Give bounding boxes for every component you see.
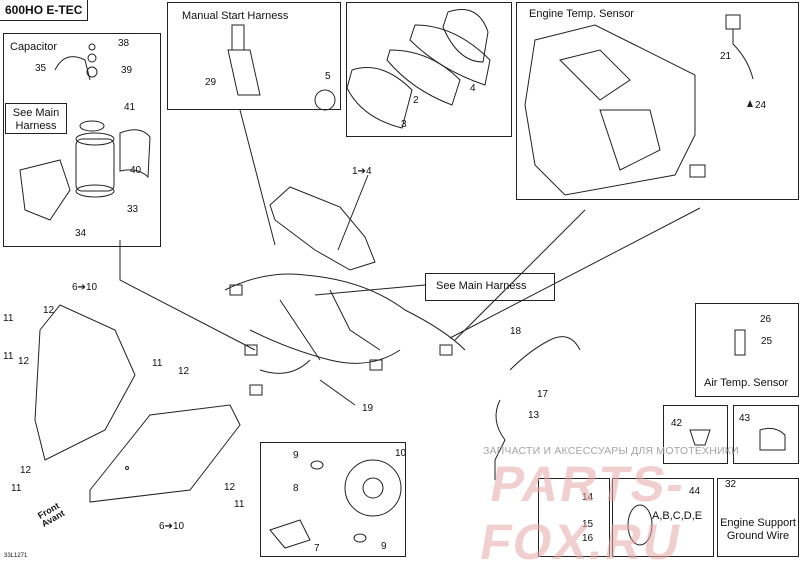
engine-block: [524, 24, 696, 196]
callout-40: 40: [130, 165, 142, 176]
callout-18: 18: [510, 326, 522, 337]
capacitor-body: [75, 138, 115, 192]
gauge-housing: [346, 67, 413, 129]
doc-code: 33L1271: [4, 553, 28, 559]
manual-start-connector: [227, 24, 261, 96]
see-main-harness-label-1: See Main Harness: [12, 107, 60, 132]
air-temp-panel: [695, 303, 799, 397]
callout-13: 13: [528, 410, 540, 421]
capacitor-top: [75, 132, 115, 146]
callout-12-b: 12: [18, 356, 30, 367]
callout-12-e: 12: [224, 482, 236, 493]
air-temp-label: Air Temp. Sensor: [704, 377, 789, 389]
gauge-lens: [386, 49, 461, 106]
callout-8: 8: [293, 483, 299, 494]
instrument-cluster: [269, 186, 376, 271]
callout-4: 4: [470, 83, 476, 94]
callout-24: 24: [755, 100, 767, 111]
callout-12-d: 12: [20, 465, 32, 476]
callout-10: 10: [395, 448, 407, 459]
callout-6-10-top: 6➔10: [72, 282, 98, 293]
callout-7: 7: [314, 543, 320, 554]
callout-29: 29: [205, 77, 217, 88]
callout-11-d: 11: [11, 483, 22, 494]
diagram-title: 600HO E-TEC: [0, 0, 89, 21]
callout-39: 39: [121, 65, 133, 76]
wire-13: [494, 399, 506, 480]
bulb-7: [269, 519, 311, 549]
callout-3: 3: [401, 119, 407, 130]
gauge-bezel: [442, 9, 489, 63]
part-43-panel: [733, 405, 799, 464]
watermark-line1: ЗАПЧАСТИ И АКСЕССУАРЫ ДЛЯ МОТОТЕХНИКИ: [483, 445, 739, 457]
callout-42: 42: [671, 418, 683, 429]
callout-26: 26: [760, 314, 772, 325]
callout-9-b: 9: [381, 541, 387, 552]
callout-1-4: 1➔4: [352, 166, 372, 177]
callout-14: 14: [582, 492, 594, 503]
engine-temp-label: Engine Temp. Sensor: [529, 8, 634, 20]
callout-34: 34: [75, 228, 87, 239]
callout-25: 25: [761, 336, 773, 347]
small-parts-panel: [538, 478, 610, 557]
callout-41: 41: [124, 102, 136, 113]
callout-2: 2: [413, 95, 419, 106]
callout-11-c: 11: [152, 358, 163, 369]
main-harness: [224, 273, 466, 374]
manual-start-panel: [167, 2, 341, 110]
belt-44: [627, 504, 653, 546]
callout-15: 15: [582, 519, 594, 530]
callout-35: 35: [35, 63, 47, 74]
gauge-cluster: [409, 24, 491, 86]
callout-32: 32: [725, 479, 737, 490]
capacitor-label: Capacitor: [10, 41, 58, 53]
manual-start-label: Manual Start Harness: [182, 10, 289, 22]
callout-19: 19: [362, 403, 374, 414]
see-main-harness-box-2: [425, 273, 555, 301]
engine-support-label: Engine Support Ground Wire: [720, 517, 796, 542]
callout-5: 5: [325, 71, 331, 82]
reflector-10: [344, 459, 402, 517]
gauge-5: [314, 89, 336, 111]
engine-temp-panel: [516, 2, 799, 200]
callout-16: 16: [582, 533, 594, 544]
engine-support-panel: [717, 478, 799, 557]
callout-11-e: 11: [234, 499, 245, 510]
callout-12-c: 12: [178, 366, 190, 377]
part-42-panel: [663, 405, 728, 464]
headlight-left: [34, 304, 136, 461]
capacitor-wire: [54, 56, 91, 81]
callout-9-a: 9: [293, 450, 299, 461]
callout-43: 43: [739, 413, 751, 424]
see-main-harness-label-2: See Main Harness: [436, 280, 527, 292]
callout-38: 38: [118, 38, 130, 49]
variants-label: A,B,C,D,E: [652, 510, 703, 522]
callout-6-10-bottom: 6➔10: [159, 521, 185, 532]
watermark-line2: PARTS-FOX.RU: [475, 456, 691, 570]
air-temp-sensor: [734, 329, 746, 356]
wire-18: [509, 336, 581, 371]
headlight-right: [89, 404, 241, 503]
callout-44: 44: [689, 486, 701, 497]
callout-33: 33: [127, 204, 139, 215]
capacitor-sleeve: [119, 129, 151, 179]
see-main-harness-box-1: [5, 103, 67, 134]
callout-17: 17: [537, 389, 549, 400]
callout-12-a: 12: [43, 305, 55, 316]
engine-temp-sensor: [725, 14, 741, 30]
capacitor-bracket: [19, 159, 71, 221]
callout-11-b: 11: [3, 351, 14, 362]
callout-21: 21: [720, 51, 732, 62]
capacitor-ring: [79, 120, 105, 132]
callout-11-a: 11: [3, 313, 14, 324]
